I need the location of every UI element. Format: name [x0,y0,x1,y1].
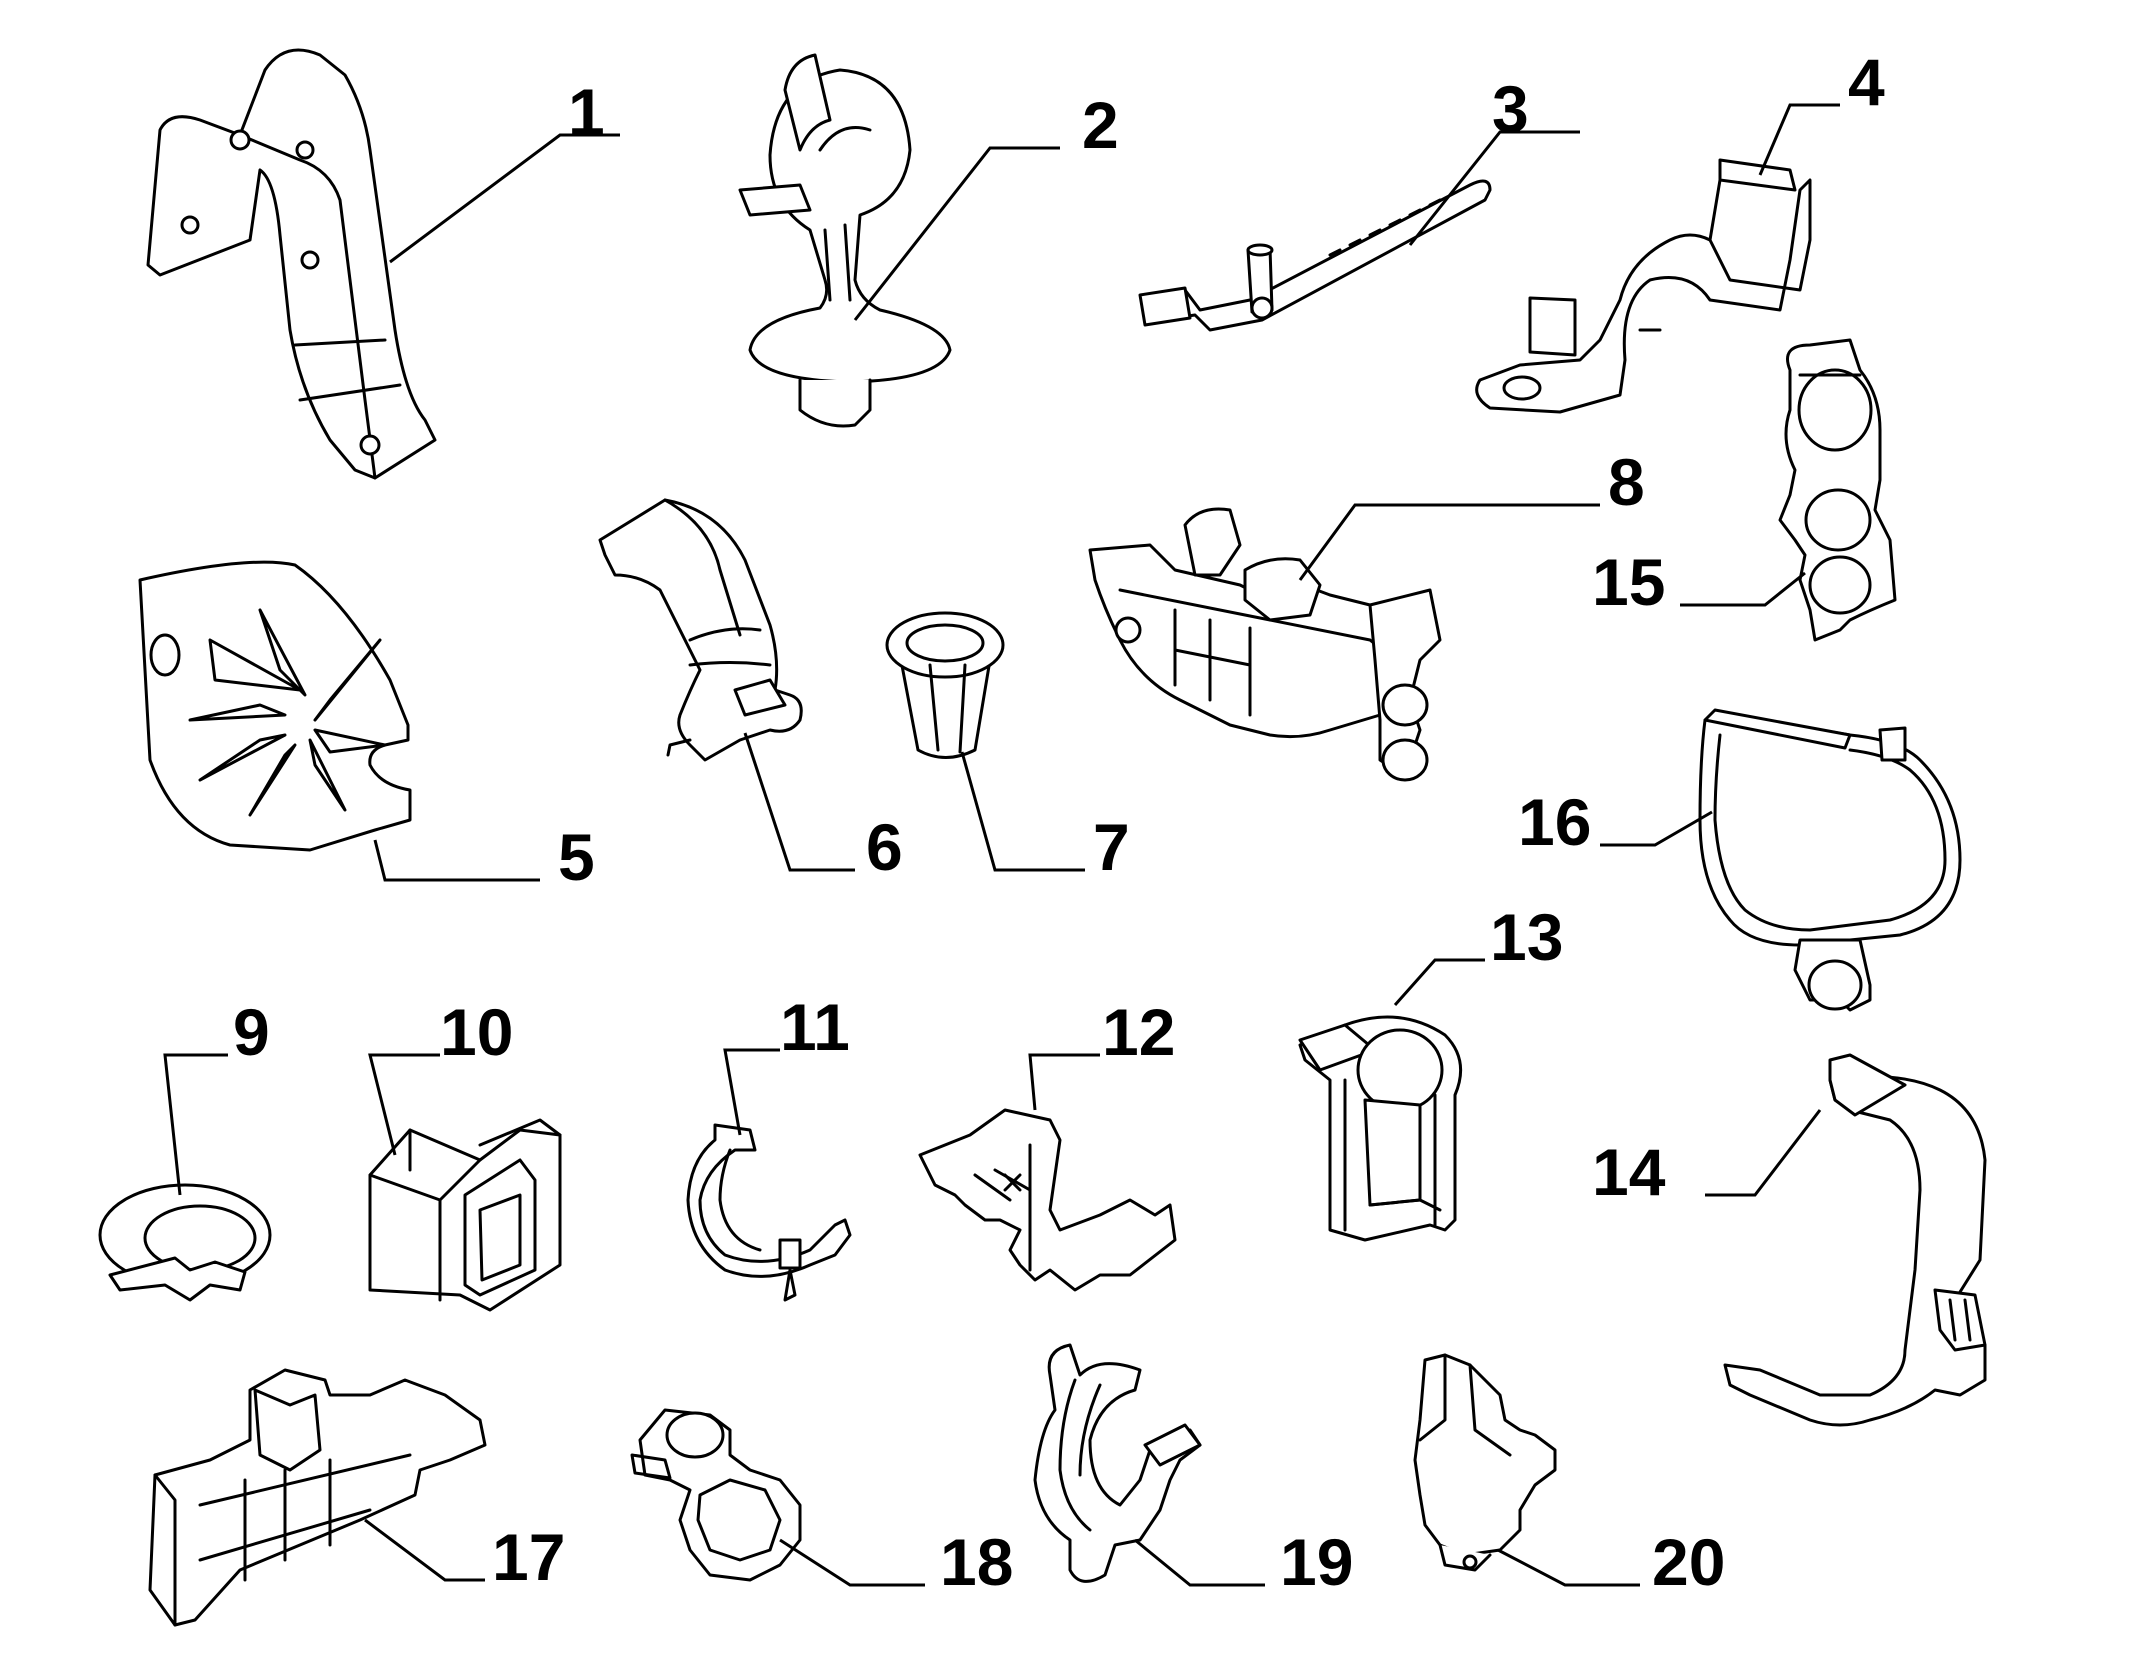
callout-12: 12 [1102,995,1175,1069]
callout-7: 7 [1093,810,1130,884]
leader-20 [1497,1548,1640,1587]
part-15-double-clip [1778,338,1897,642]
leader-7 [960,751,1085,872]
part-9-ring-clip [98,1183,272,1302]
callout-18: 18 [940,1525,1013,1599]
leader-19 [1134,1538,1265,1587]
part-11-spring-clip [686,1123,852,1302]
leader-13 [1393,958,1485,1006]
callout-19: 19 [1280,1525,1353,1599]
leader-11 [723,1048,780,1136]
leader-lines [163,103,1840,1587]
part-6-saddle-clip [598,498,803,762]
part-1-bracket [146,48,437,480]
callout-9: 9 [233,995,270,1069]
part-8-rail-clip [1088,507,1442,782]
leader-18 [779,1538,925,1587]
leader-3 [1408,130,1580,246]
leader-5 [373,839,540,882]
part-10-frame-clip [368,1118,562,1312]
callout-15: 15 [1592,545,1665,619]
leader-4 [1758,103,1840,176]
callout-labels: 1 2 3 4 5 6 7 8 9 10 11 12 13 14 15 16 1… [233,45,1885,1599]
callout-2: 2 [1082,88,1119,162]
leader-9 [163,1053,228,1196]
callout-10: 10 [440,995,513,1069]
part-7-bushing [885,611,1005,759]
leader-2 [853,146,1060,321]
leader-10 [368,1053,440,1156]
part-4-eye-clip [1475,158,1812,414]
callout-20: 20 [1652,1525,1725,1599]
leader-8 [1298,503,1600,581]
callout-17: 17 [492,1520,565,1594]
leader-14 [1705,1109,1822,1197]
callout-4: 4 [1848,45,1885,119]
part-16-loop-strap [1698,708,1962,1012]
callout-1: 1 [568,75,605,149]
leader-15 [1680,571,1806,607]
callout-16: 16 [1518,785,1591,859]
callout-6: 6 [866,810,903,884]
part-19-u-clip [1033,1343,1202,1583]
callout-3: 3 [1492,72,1529,146]
callout-14: 14 [1592,1135,1666,1209]
part-17-rail-bracket [148,1368,487,1627]
part-2-push-clip [738,53,952,428]
callout-13: 13 [1490,900,1563,974]
part-20-push-clip [1413,1353,1557,1572]
part-14-c-clip [1723,1053,1987,1427]
leader-1 [389,133,620,264]
callout-8: 8 [1608,445,1645,519]
part-5-grommet-plate [138,560,412,852]
callout-5: 5 [558,820,595,894]
leader-6 [743,732,855,872]
leader-12 [1028,1053,1100,1111]
part-13-stand-clip [1298,1015,1463,1242]
part-18-octagon-clip [630,1408,802,1582]
callout-11: 11 [780,990,850,1064]
part-12-multi-clip [918,1108,1177,1292]
leader-17 [364,1518,485,1582]
leader-16 [1600,810,1713,847]
part-3-cable-tie [1138,179,1492,332]
